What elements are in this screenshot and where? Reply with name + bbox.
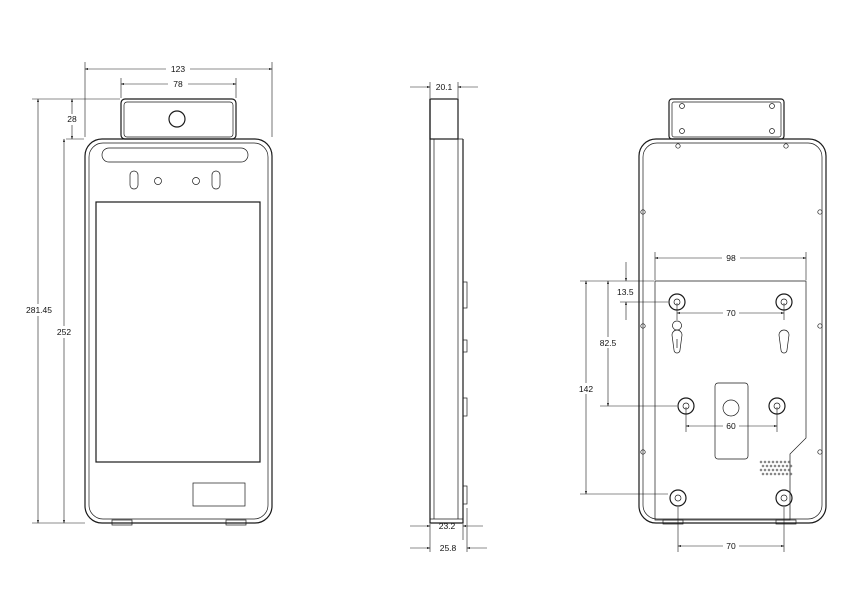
mounting-plate bbox=[654, 280, 807, 521]
cable-opening bbox=[714, 382, 749, 460]
dim-camera-depth: 20.1 bbox=[436, 82, 453, 92]
grille-hole bbox=[783, 468, 787, 472]
grille-hole bbox=[771, 468, 775, 472]
grille-hole bbox=[773, 464, 777, 468]
dim-overall-width: 123 bbox=[171, 64, 185, 74]
grille-hole bbox=[769, 472, 773, 476]
grille-hole bbox=[775, 468, 779, 472]
side-view: 20.1 23.2 25.8 bbox=[410, 82, 487, 553]
keyhole-left bbox=[671, 329, 683, 354]
dim-hole-vertical: 142 bbox=[579, 384, 593, 394]
grille-hole bbox=[765, 472, 769, 476]
grille-hole bbox=[781, 464, 785, 468]
grille-hole bbox=[789, 472, 793, 476]
dim-body-height: 252 bbox=[57, 327, 71, 337]
grille-hole bbox=[767, 468, 771, 472]
dim-hole-spacing-top: 70 bbox=[726, 308, 736, 318]
dim-camera-width: 78 bbox=[173, 79, 183, 89]
back-body bbox=[638, 138, 827, 524]
grille-hole bbox=[783, 460, 787, 464]
display-screen bbox=[95, 201, 261, 463]
grille-hole bbox=[763, 468, 767, 472]
dim-plate-width: 98 bbox=[726, 253, 736, 263]
grille-hole bbox=[759, 460, 763, 464]
grille-hole bbox=[779, 460, 783, 464]
grille-hole bbox=[763, 460, 767, 464]
grille-hole bbox=[771, 460, 775, 464]
front-view: 123 78 28 281.45 252 bbox=[22, 62, 273, 526]
keyhole-right bbox=[778, 329, 790, 354]
grille-hole bbox=[781, 472, 785, 476]
sensor-dot-left bbox=[154, 177, 162, 185]
grille-hole bbox=[787, 460, 791, 464]
back-view: 98 13.5 70 82.5 142 60 bbox=[576, 98, 827, 552]
sensor-right bbox=[211, 170, 221, 190]
speaker-grille bbox=[759, 460, 793, 476]
dim-top-offset: 13.5 bbox=[617, 287, 634, 297]
dim-hole-spacing-middle: 60 bbox=[726, 421, 736, 431]
grille-hole bbox=[777, 464, 781, 468]
mount-hole-bottom-right bbox=[775, 489, 793, 507]
grille-hole bbox=[773, 472, 777, 476]
camera-lens bbox=[168, 110, 186, 128]
grille-hole bbox=[769, 464, 773, 468]
grille-hole bbox=[765, 464, 769, 468]
grille-hole bbox=[785, 464, 789, 468]
dim-body-depth: 23.2 bbox=[439, 521, 456, 531]
grille-hole bbox=[789, 464, 793, 468]
grille-hole bbox=[761, 464, 765, 468]
dim-total-depth: 25.8 bbox=[440, 543, 457, 553]
grille-hole bbox=[777, 472, 781, 476]
grille-hole bbox=[761, 472, 765, 476]
device-body bbox=[84, 138, 273, 524]
dim-slot-depth: 82.5 bbox=[600, 338, 617, 348]
light-bar bbox=[101, 147, 249, 163]
card-reader-area bbox=[192, 482, 246, 507]
grille-hole bbox=[767, 460, 771, 464]
dim-camera-height: 28 bbox=[67, 114, 77, 124]
mount-hole-bottom-left bbox=[669, 489, 687, 507]
grille-hole bbox=[779, 468, 783, 472]
sensor-dot-right bbox=[192, 177, 200, 185]
grille-hole bbox=[787, 468, 791, 472]
grille-hole bbox=[759, 468, 763, 472]
dim-hole-spacing-bottom: 70 bbox=[726, 541, 736, 551]
grille-hole bbox=[775, 460, 779, 464]
sensor-left bbox=[129, 170, 139, 190]
dim-overall-height: 281.45 bbox=[26, 305, 52, 315]
grille-hole bbox=[785, 472, 789, 476]
camera-module bbox=[120, 98, 237, 140]
side-camera bbox=[429, 98, 459, 140]
back-camera-module bbox=[668, 98, 785, 140]
